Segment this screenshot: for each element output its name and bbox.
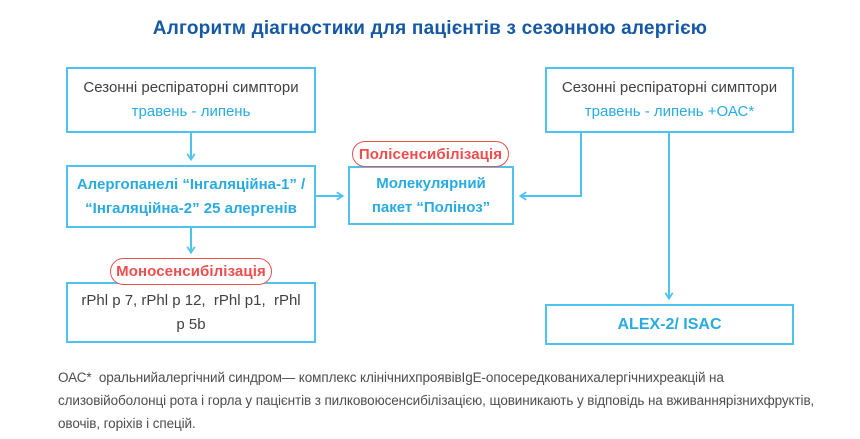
allergy-panels-line1: Алергопанелі “Інгаляційна-1” / bbox=[76, 175, 306, 193]
alex-isac-label: ALEX-2/ ISAC bbox=[617, 315, 722, 333]
monosensitization-badge: Моносенсибілізація bbox=[110, 258, 272, 285]
polinoz-line1: Молекулярний bbox=[376, 174, 486, 192]
seasonal-symptoms-left-box: Сезонні респіраторні симптори травень - … bbox=[66, 67, 316, 133]
oas-footnote-line1: ОАС* оральнийалергічний синдром— комплек… bbox=[58, 370, 724, 385]
polinoz-line2: пакет “Поліноз” bbox=[371, 198, 491, 216]
rphl-allergens-box: rPhl p 7, rPhl p 12, rPhl p1, rPhl p 5b bbox=[66, 282, 316, 343]
rphl-allergens-line2: p 5b bbox=[176, 315, 206, 333]
seasonal-symptoms-left-period: травень - липень bbox=[131, 103, 251, 120]
allergy-panels-line2: “Інгаляційна-2” 25 алергенів bbox=[85, 199, 297, 217]
polysensitization-badge: Полісенсибілізація bbox=[352, 141, 509, 167]
seasonal-symptoms-left-text: Сезонні респіраторні симптори bbox=[83, 79, 299, 96]
alex-isac-box: ALEX-2/ ISAC bbox=[545, 304, 794, 345]
oas-footnote: ОАС* оральнийалергічний синдром— комплек… bbox=[58, 366, 818, 435]
rphl-allergens-line1: rPhl p 7, rPhl p 12, rPhl p1, rPhl bbox=[81, 291, 301, 309]
page-title: Алгоритм діагностики для пацієнтів з сез… bbox=[152, 18, 708, 39]
oas-footnote-line3: овочів, горіхів і спецій. bbox=[58, 416, 196, 431]
seasonal-symptoms-right-text: Сезонні респіраторні симптори bbox=[561, 79, 778, 96]
seasonal-symptoms-right-box: Сезонні респіраторні симптори травень - … bbox=[545, 67, 794, 133]
polinoz-package-box: Молекулярний пакет “Поліноз” bbox=[348, 166, 514, 225]
monosensitization-label: Моносенсибілізація bbox=[116, 263, 266, 280]
oas-footnote-line2: слизовійоболонці рота і горла у пацієнті… bbox=[58, 393, 815, 408]
polysensitization-label: Полісенсибілізація bbox=[358, 145, 503, 163]
seasonal-symptoms-right-period: травень - липень +ОАС* bbox=[584, 103, 755, 120]
connector-righttop-to-polinoz bbox=[518, 133, 582, 201]
allergy-panels-box: Алергопанелі “Інгаляційна-1” / “Інгаляці… bbox=[66, 165, 316, 228]
